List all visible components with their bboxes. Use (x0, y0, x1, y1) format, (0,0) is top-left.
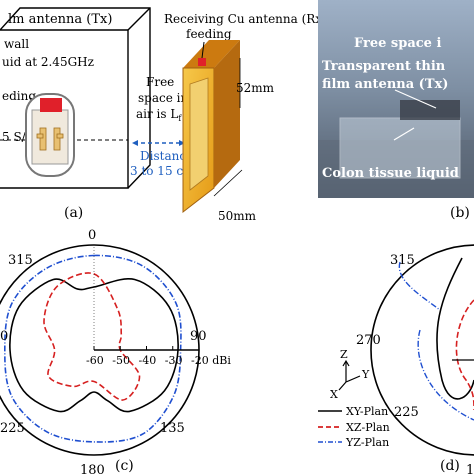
photo-tx-line1: Transparent thin (322, 59, 446, 74)
angle-d-270-label: 270 (356, 333, 381, 348)
radial-tick-label: -30 (165, 354, 183, 367)
angle-270-partial-label: 0 (0, 329, 8, 344)
legend: XY-Plan XZ-Plan YZ-Plan (318, 405, 390, 449)
panel-d-label: (d) (440, 458, 460, 474)
angle-315-label: 315 (8, 253, 33, 268)
axis-z-label: Z (340, 348, 348, 361)
polar-d-yz-curve (398, 261, 474, 421)
panel-b: Free space i Transparent thin film anten… (318, 0, 474, 221)
polar-d-xz-curve (455, 299, 474, 411)
panel-c: -60 -50 -40 -30 -20 dBi 0 315 90 135 180 225… (0, 228, 231, 474)
axes-icon (338, 359, 361, 391)
radial-tick-label: -40 (139, 354, 157, 367)
radial-tick-label: -50 (112, 354, 130, 367)
panel-a-label: (a) (64, 205, 83, 221)
axis-y-label: Y (361, 368, 370, 381)
photo-free-space: Free space i (354, 36, 441, 51)
photo-tx-line2: film antenna (Tx) (322, 77, 448, 92)
free-space-line1: Free (146, 75, 174, 89)
polar-d-outer-ring (370, 244, 474, 456)
panel-b-label: (b) (450, 205, 470, 221)
panel-c-label: (c) (115, 458, 134, 474)
angle-225-label: 225 (0, 421, 25, 436)
legend-xy: XY-Plan (346, 405, 388, 418)
dim-width: 50mm (218, 209, 257, 223)
capsule (25, 93, 75, 177)
photo-liquid: Colon tissue liquid (322, 166, 459, 181)
distance-range: 3 to 15 cm (130, 164, 195, 178)
angle-0-label: 0 (88, 228, 96, 243)
panel-a: lm antenna (Tx) wall uid at 2.45GHz edin… (0, 7, 327, 223)
polar-d-xy-curve (436, 257, 474, 400)
panel-d: 315 270 225 1 Z Y X XY-Plan XZ-Plan YZ-P… (318, 244, 474, 474)
legend-yz: YZ-Plan (345, 436, 389, 449)
radial-tick-label: -20 dBi (191, 354, 231, 367)
dim-width-line (213, 169, 243, 197)
angle-d-180-partial: 1 (466, 463, 474, 474)
legend-xz: XZ-Plan (346, 421, 390, 434)
angle-135-label: 135 (160, 421, 185, 436)
angle-90-label: 90 (190, 329, 207, 344)
polar-series-yz (3, 254, 182, 443)
rx-title: Receiving Cu antenna (Rx) (164, 12, 327, 26)
angle-180-label: 180 (80, 463, 105, 474)
feeding-right-label: feeding (186, 27, 232, 41)
dim-height: 52mm (236, 81, 275, 95)
feeding-left-label: eding (2, 89, 36, 103)
wall-label: wall (4, 37, 29, 51)
rx-antenna (182, 40, 240, 214)
radial-tick-label: -60 (86, 354, 104, 367)
axis-x-label: X (330, 388, 338, 401)
phantom-box (0, 7, 151, 189)
distance-label: Distance (140, 149, 193, 163)
polar-series-xz (43, 272, 141, 401)
free-space-line2: space in (138, 91, 188, 105)
polar-series-group (3, 254, 182, 443)
polar-series-xy (9, 278, 179, 413)
angle-d-225-label: 225 (394, 405, 419, 420)
angle-d-315-label: 315 (390, 253, 415, 268)
tx-title: lm antenna (Tx) (8, 12, 112, 27)
free-space-line3: air is Lf (136, 107, 182, 123)
liquid-label: uid at 2.45GHz (2, 55, 94, 69)
radial-ticks-group: -60 -50 -40 -30 -20 dBi (86, 346, 231, 367)
